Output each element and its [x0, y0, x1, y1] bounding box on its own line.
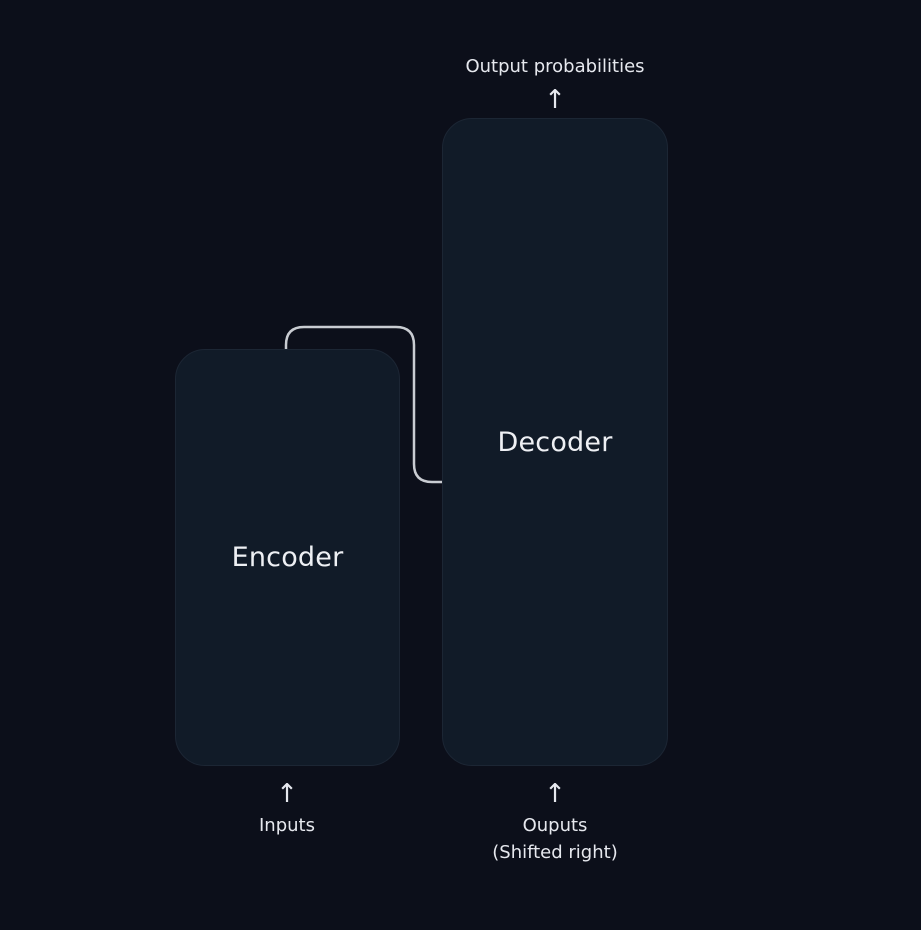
output-probabilities-label: Output probabilities: [465, 56, 645, 77]
outputs-label: Ouputs: [522, 815, 588, 836]
outputs-arrow-icon: ↑: [544, 779, 566, 809]
decoder-block: Decoder: [442, 118, 668, 766]
inputs-arrow-icon: ↑: [276, 779, 298, 809]
output-arrow-icon: ↑: [544, 85, 566, 115]
decoder-label: Decoder: [497, 426, 613, 458]
inputs-label: Inputs: [259, 815, 315, 836]
encoder-block: Encoder: [175, 349, 400, 766]
shifted-right-label: (Shifted right): [492, 842, 618, 863]
encoder-label: Encoder: [231, 542, 344, 573]
